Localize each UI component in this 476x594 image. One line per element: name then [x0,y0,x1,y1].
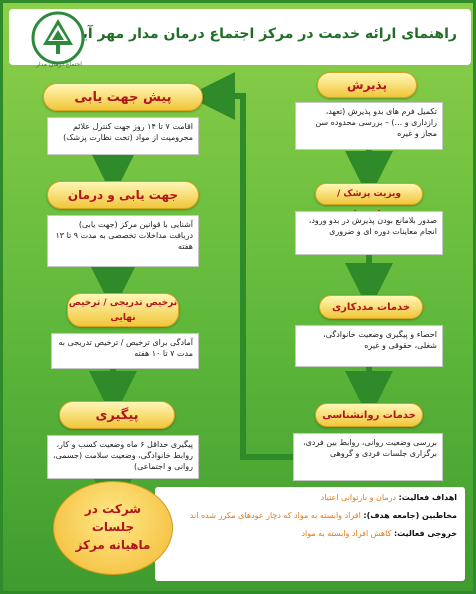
step-admission: پذیرش [317,72,417,98]
arrow-return [187,72,293,460]
step-discharge: ترخیص تدریجی / ترخیص نهایی [67,293,179,327]
header-bar: راهنمای ارائه خدمت در مرکز اجتماع درمان … [9,9,471,68]
step-follow-up-text: پیگیری حداقل ۶ ماه وضعیت کسب و کار، رواب… [47,435,199,479]
logo-caption: اجتماع درمان مدار [36,61,82,68]
step-psychology: خدمات روانشناسی [315,403,423,427]
step-physician-text: صدور بلامانع بودن پذیرش در بدو ورود، انج… [295,211,443,255]
step-orientation-treatment: جهت یابی و درمان [47,181,199,209]
step-pre-orientation-text: اقامت ۷ تا ۱۴ روز جهت کنترل علائم محرومی… [47,117,199,155]
step-social-work-text: احصاء و پیگیری وضعیت خانوادگی، شغلی، حقو… [295,325,443,367]
step-social-work: خدمات مددکاری [319,295,423,319]
step-physician: ویزیت پزشک / روانپزشک [315,183,423,220]
step-orientation-treatment-text: آشنایی با قوانین مرکز (جهت یابی) دریافت … [47,215,199,267]
legend-row-goals: اهداف فعالیت: درمان و بازتوانی اعتیاد [320,493,457,502]
tree-logo-icon [31,11,85,65]
legend-row-audience: مخاطبین (جامعه هدف): افراد وابسته به موا… [189,511,457,520]
step-admission-text: تکمیل فرم های بدو پذیرش (تعهد، رازداری و… [295,102,443,150]
page-title: راهنمای ارائه خدمت در مرکز اجتماع درمان … [64,26,457,42]
flow-arrows [89,72,393,517]
legend-panel: اهداف فعالیت: درمان و بازتوانی اعتیاد مخ… [155,487,465,581]
step-follow-up: پیگیری [59,401,175,429]
step-discharge-text: آمادگی برای ترخیص / ترخیص تدریجی به مدت … [51,333,199,369]
legend-row-output: خروجی فعالیت: کاهش افراد وابسته به مواد [301,529,457,538]
step-pre-orientation: پیش جهت یابی [43,83,203,111]
step-psychology-text: بررسی وضعیت روانی، روابط بین فردی، برگزا… [293,433,443,481]
final-step-oval: شرکت در جلسات ماهیانه مرکز [53,481,173,575]
